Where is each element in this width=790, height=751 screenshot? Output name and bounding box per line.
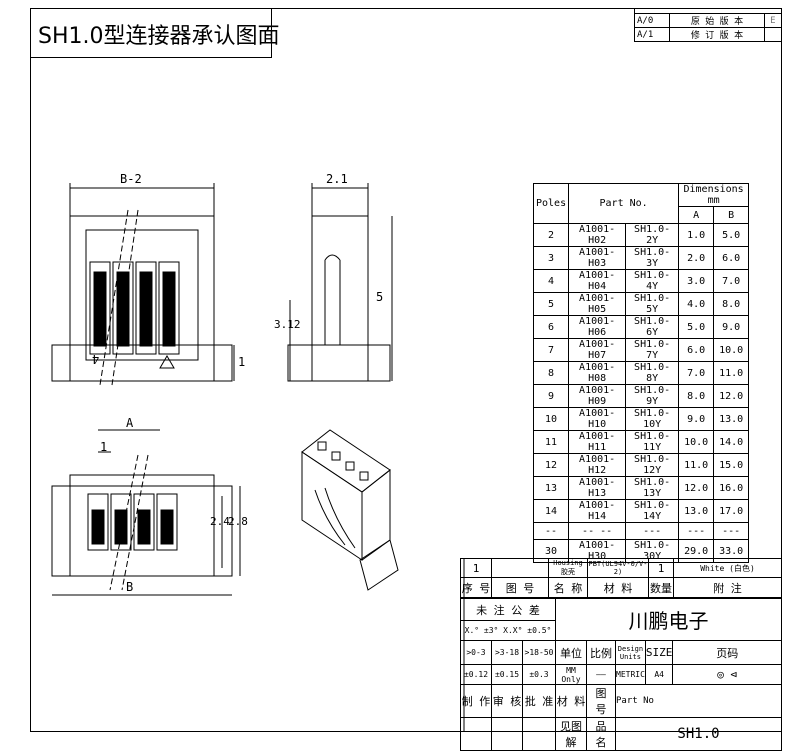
front-view (51, 183, 235, 386)
page-title: SH1.0型连接器承认图面 (38, 24, 280, 49)
tolerance-block: 未 注 公 差 川鹏电子 X.° ±3° X.X° ±0.5° >0-3 >3-… (460, 598, 782, 751)
side-view (287, 183, 393, 382)
dim-b-minus-2: B-2 (120, 172, 142, 186)
dim-1-pitch: 1 (100, 440, 108, 454)
title-box (30, 8, 272, 58)
title-block: 1 Housing 胶壳 PBT(UL94V-0/V-2) 1 White (白… (460, 558, 782, 598)
drawing-frame (30, 8, 782, 732)
dim-2-4: 2.4 (210, 515, 230, 528)
front-slots (89, 261, 180, 355)
dim-a: A (126, 416, 134, 430)
bottom-slots (87, 493, 178, 551)
dim-b: B (126, 580, 134, 594)
dim-1-height: 1 (238, 355, 246, 369)
bottom-view (51, 429, 241, 596)
projection-symbol-icon: ◎ ⊲ (672, 664, 782, 685)
dimension-row: ---- ----------- (532, 522, 750, 540)
dim-3-12: 3.12 (274, 318, 301, 331)
dim-2-8: 2.8 (228, 515, 248, 528)
dim-2-1: 2.1 (326, 172, 348, 186)
pin-mark-4: 4 (92, 352, 100, 366)
dim-5: 5 (376, 290, 384, 304)
iso-view (301, 429, 399, 591)
